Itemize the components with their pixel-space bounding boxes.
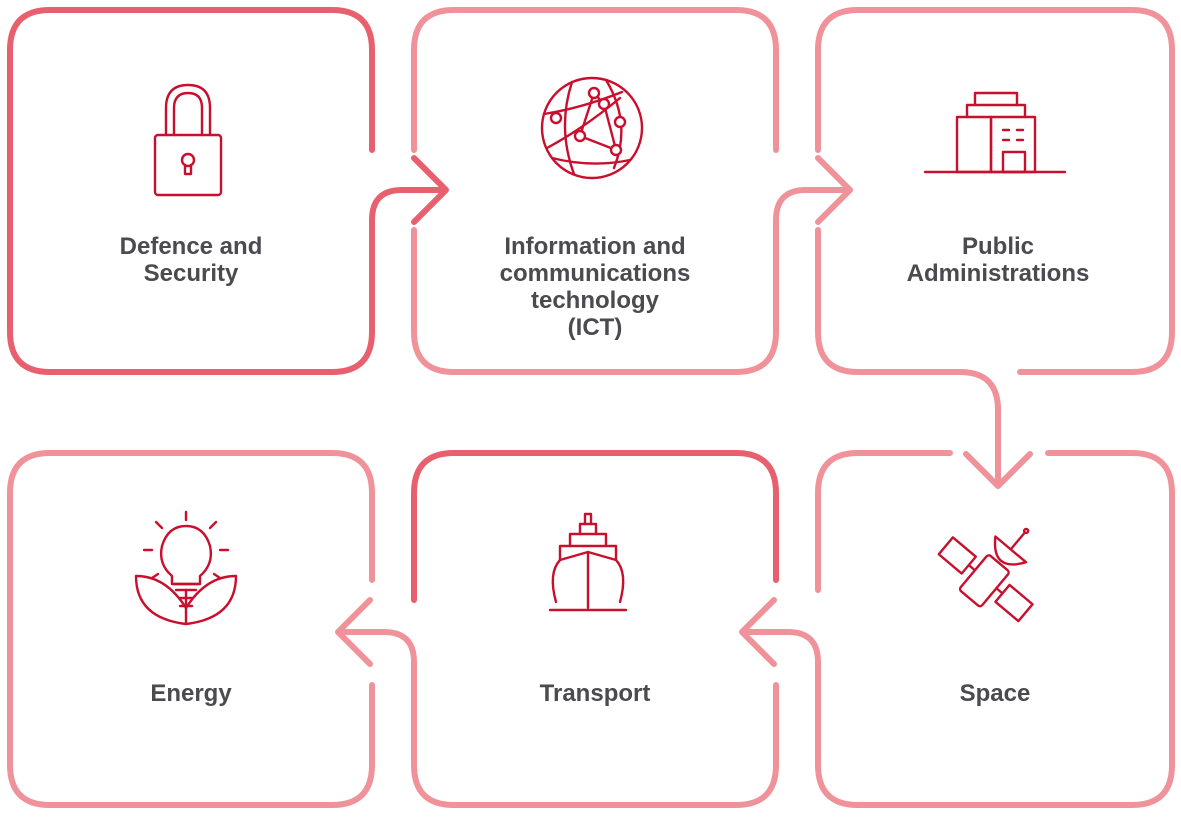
step-label-public-administrations: Public Administrations bbox=[906, 233, 1090, 287]
ship-icon bbox=[548, 512, 628, 612]
step-label-defence-security: Defence and Security bbox=[119, 233, 263, 287]
box-defence-security bbox=[7, 7, 375, 375]
arrowhead-1-2 bbox=[411, 155, 449, 225]
lightbulb-plant-icon bbox=[134, 510, 238, 626]
arrowhead-3-4 bbox=[963, 451, 1033, 489]
arrowhead-4-5 bbox=[739, 597, 777, 667]
connector-2-3 bbox=[773, 187, 851, 253]
box-public-administrations bbox=[815, 7, 1175, 375]
satellite-icon bbox=[937, 527, 1034, 623]
connector-4-5 bbox=[741, 629, 821, 683]
step-label-transport: Transport bbox=[539, 680, 651, 707]
connector-1-2 bbox=[369, 187, 447, 253]
box-space bbox=[815, 450, 1175, 808]
connector-3-4 bbox=[957, 369, 1001, 487]
box-energy bbox=[7, 450, 375, 808]
padlock-icon bbox=[153, 83, 223, 197]
step-label-ict: Information and communications technolog… bbox=[499, 233, 691, 341]
box-transport-bottom bbox=[411, 677, 779, 808]
box-ict bbox=[411, 7, 779, 375]
step-label-energy: Energy bbox=[150, 680, 232, 707]
building-icon bbox=[923, 91, 1067, 174]
connector-5-6 bbox=[337, 629, 417, 683]
arrowhead-5-6 bbox=[335, 597, 373, 667]
step-label-space: Space bbox=[959, 680, 1031, 707]
box-transport-top bbox=[411, 450, 779, 603]
arrowhead-2-3 bbox=[815, 155, 853, 225]
network-globe-icon bbox=[540, 76, 644, 180]
